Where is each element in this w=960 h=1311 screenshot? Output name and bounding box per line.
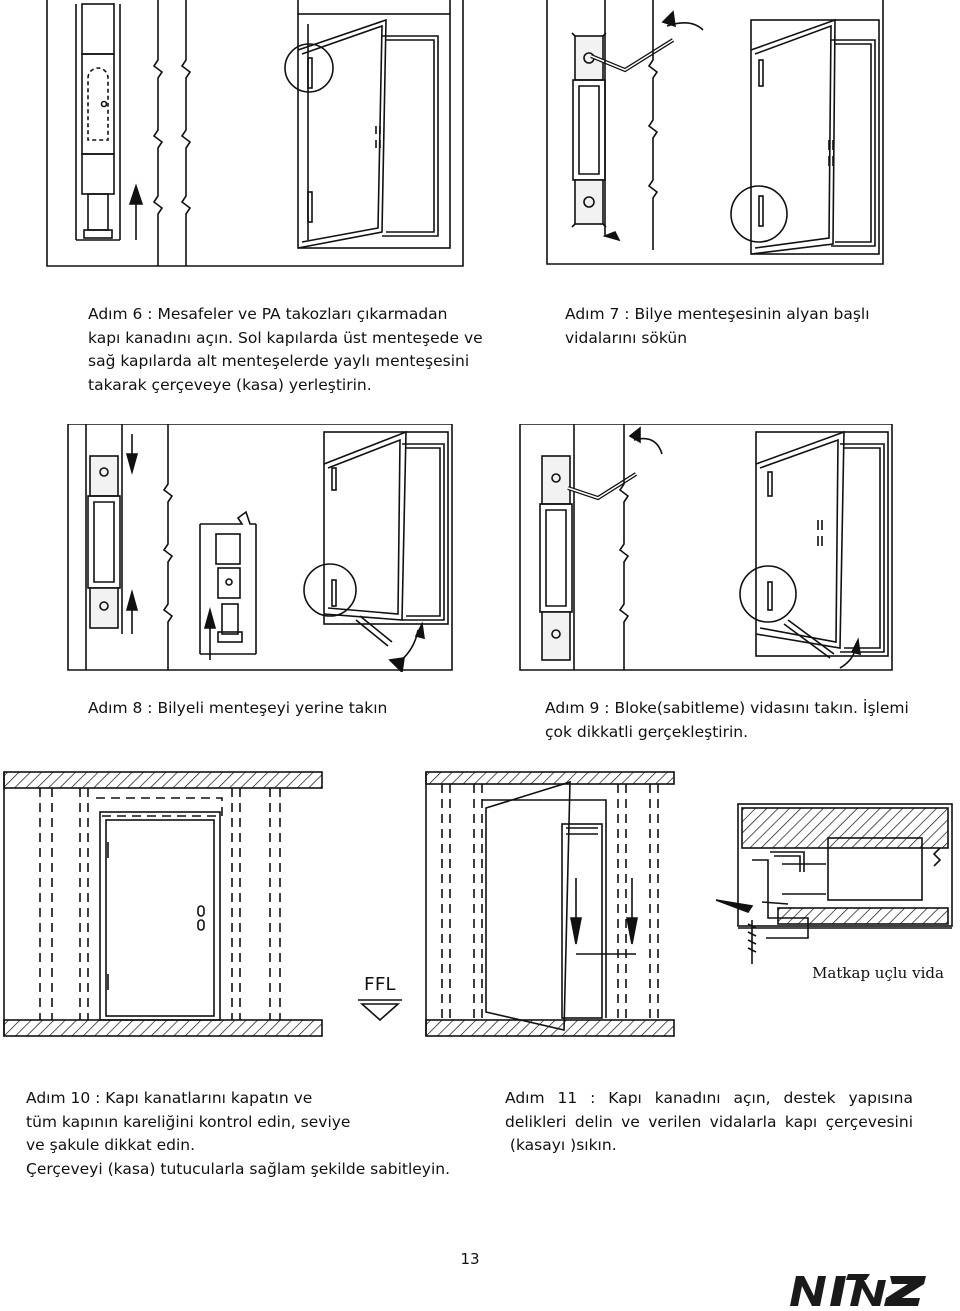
caption-step10-line: ve şakule dikkat edin. — [26, 1136, 196, 1154]
caption-step10-line: tüm kapının kareliğini kontrol edin, sev… — [26, 1112, 351, 1131]
figure-step11-drawing: Matkap uçlu vida — [425, 771, 953, 1037]
figure-step8-drawing — [67, 424, 453, 672]
caption-step6-line: kapı kanadını açın. Sol kapılarda üst me… — [88, 328, 483, 347]
caption-step6-line: Adım 6 : Mesafeler ve PA takozları çıkar… — [88, 305, 448, 323]
caption-step8-line: Adım 8 : Bilyeli menteşeyi yerine takın — [88, 699, 388, 717]
page-number: 13 — [460, 1250, 480, 1268]
figure-step9-drawing — [519, 424, 893, 671]
ffl-marker: FFL — [358, 974, 402, 1022]
caption-step6-line: sağ kapılarda alt menteşelerde yaylı men… — [88, 352, 470, 370]
figure-step7-drawing — [546, 0, 884, 265]
figure-step10: FFL — [0, 768, 404, 1040]
caption-step11-line: Adım 11 : Kapı kanadını açın, destek yap… — [505, 1089, 913, 1107]
caption-step11-line: (kasayı )sıkın. — [505, 1136, 617, 1154]
figure-step6-drawing — [46, 0, 464, 267]
caption-step11: Adım 11 : Kapı kanadını açın, destek yap… — [505, 1087, 913, 1158]
caption-step10: Adım 10 : Kapı kanatlarını kapatın ve tü… — [26, 1087, 450, 1181]
caption-step9: Adım 9 : Bloke(sabitleme) vidasını takın… — [545, 697, 909, 744]
figure-step7 — [545, 0, 885, 268]
caption-step6-line: takarak çerçeveye (kasa) yerleştirin. — [88, 375, 372, 394]
figure-step9 — [518, 424, 894, 672]
caption-step7-line: vidalarını sökün — [565, 328, 688, 347]
caption-step9-line: Adım 9 : Bloke(sabitleme) vidasını takın… — [545, 699, 909, 717]
caption-step7: Adım 7 : Bilye menteşesinin alyan başlı … — [565, 303, 870, 350]
figure-step6 — [46, 0, 464, 268]
caption-step8: Adım 8 : Bilyeli menteşeyi yerine takın — [88, 697, 387, 721]
caption-step9-line: çok dikkatli gerçekleştirin. — [545, 722, 749, 741]
caption-step6: Adım 6 : Mesafeler ve PA takozları çıkar… — [88, 303, 483, 397]
ffl-label: FFL — [364, 974, 397, 995]
caption-step10-line: Çerçeveyi (kasa) tutucularla sağlam şeki… — [26, 1159, 451, 1178]
caption-step7-line: Adım 7 : Bilye menteşesinin alyan başlı — [565, 305, 870, 323]
screw-label: Matkap uçlu vida — [812, 964, 944, 982]
caption-step11-line: delikleri delin ve verilen vidalarla kap… — [505, 1112, 913, 1131]
caption-step10-line: Adım 10 : Kapı kanatlarını kapatın ve — [26, 1089, 313, 1107]
figure-step8 — [66, 424, 454, 672]
figure-step10-drawing: FFL — [3, 771, 402, 1037]
figure-step11: Matkap uçlu vida — [422, 768, 960, 1040]
brand-logo — [786, 1272, 928, 1308]
